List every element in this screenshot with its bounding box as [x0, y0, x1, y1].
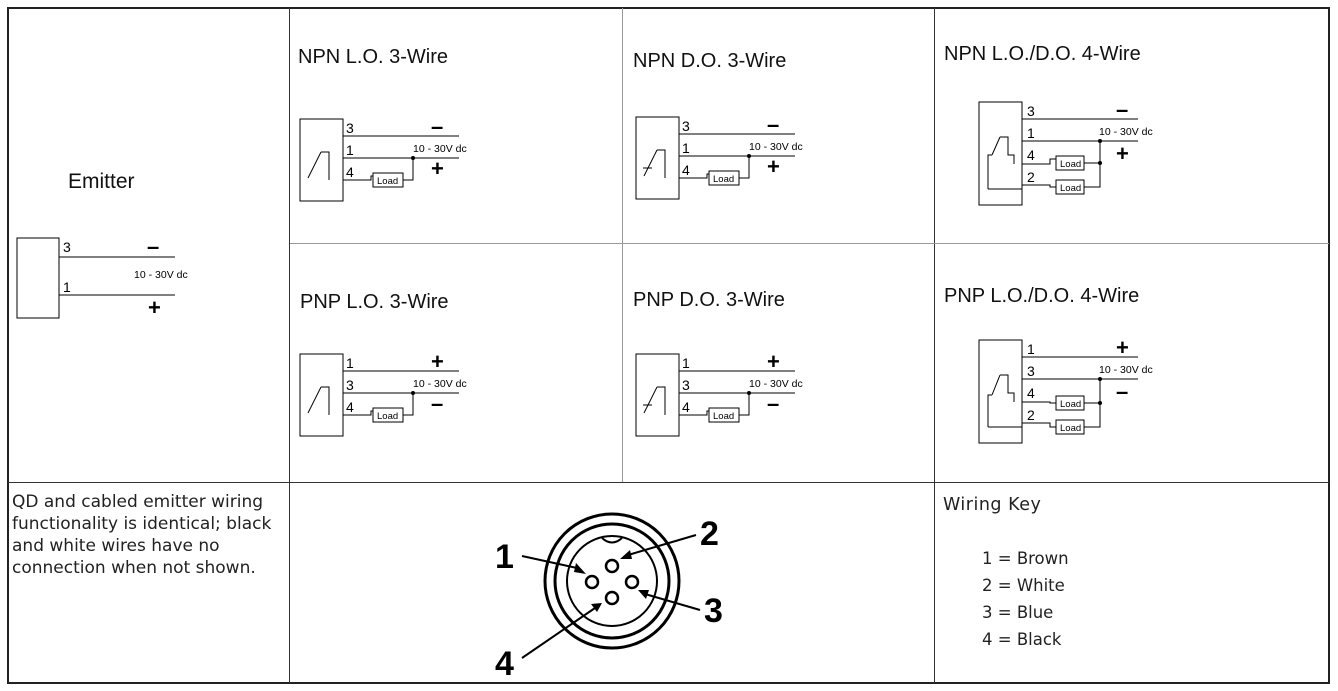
- connector-pin-label: 1: [495, 538, 514, 576]
- wiring-diagram-pnp-lodo-4wire: 1 3 4 2 + – 10 - 30V dc Load Load: [978, 335, 1153, 444]
- diagram-label: 10 - 30V dc: [413, 143, 467, 155]
- wiring-diagram-pnp-lo-3wire: 1 3 4 + – 10 - 30V dc Load: [299, 349, 467, 437]
- diagram-label: 3: [346, 377, 354, 393]
- column-divider: [289, 8, 290, 683]
- minus-sign: –: [147, 234, 159, 259]
- diagram-label: Load: [377, 411, 398, 422]
- wiring-diagram-npn-lodo-4wire: 3 1 4 2 – + 10 - 30V dc Load Load: [978, 97, 1153, 206]
- diagram-label: 1: [346, 355, 354, 371]
- connector-pin-label: 2: [700, 515, 719, 553]
- wiring-key-item: 2 = White: [982, 576, 1065, 595]
- diagram-label: 4: [1027, 385, 1035, 401]
- diagram-title-pnp-lodo-4wire: PNP L.O./D.O. 4-Wire: [944, 285, 1140, 307]
- row-divider: [8, 482, 1329, 483]
- diagram-label: 3: [682, 118, 690, 134]
- diagram-label: 10 - 30V dc: [1099, 126, 1153, 138]
- diagram-title-pnp-lo-3wire: PNP L.O. 3-Wire: [300, 291, 449, 313]
- emitter-pin-label: 1: [63, 279, 71, 295]
- diagram-label: 4: [346, 164, 354, 180]
- wiring-key-title: Wiring Key: [943, 495, 1042, 515]
- diagram-label: Load: [1060, 159, 1081, 170]
- diagram-label: 1: [1027, 341, 1035, 357]
- connector-pin-label: 3: [704, 592, 723, 630]
- diagram-label: –: [1116, 97, 1128, 122]
- voltage-label: 10 - 30V dc: [134, 269, 188, 281]
- diagram-title-npn-lo-3wire: NPN L.O. 3-Wire: [298, 46, 449, 68]
- diagram-label: 1: [346, 142, 354, 158]
- diagram-label: –: [767, 112, 779, 137]
- diagram-label: 1: [1027, 125, 1035, 141]
- diagram-label: 3: [682, 377, 690, 393]
- diagram-label: Load: [377, 176, 398, 187]
- diagram-label: 10 - 30V dc: [413, 378, 467, 390]
- table-frame: [7, 7, 1330, 684]
- diagram-label: +: [431, 156, 444, 181]
- diagram-label: 4: [682, 399, 690, 415]
- diagram-title-npn-do-3wire: NPN D.O. 3-Wire: [633, 50, 787, 72]
- diagram-label: –: [431, 391, 443, 416]
- diagram-label: Load: [1060, 183, 1081, 194]
- diagram-label: 10 - 30V dc: [749, 141, 803, 153]
- diagram-label: Load: [713, 174, 734, 185]
- diagram-label: 2: [1027, 169, 1035, 185]
- diagram-label: –: [767, 391, 779, 416]
- wiring-diagram-npn-do-3wire: 3 1 4 – + 10 - 30V dc Load: [635, 112, 803, 200]
- diagram-label: 1: [682, 355, 690, 371]
- diagram-label: +: [1116, 141, 1129, 166]
- diagram-label: 1: [682, 140, 690, 156]
- diagram-label: 10 - 30V dc: [1099, 364, 1153, 376]
- diagram-label: –: [431, 114, 443, 139]
- diagram-label: –: [1116, 379, 1128, 404]
- diagram-label: 4: [346, 399, 354, 415]
- diagram-label: +: [767, 154, 780, 179]
- diagram-title-pnp-do-3wire: PNP D.O. 3-Wire: [633, 289, 785, 311]
- wiring-diagram-npn-lo-3wire: 3 1 4 – + 10 - 30V dc Load: [299, 114, 467, 202]
- connector-pin-label: 4: [495, 645, 514, 683]
- wiring-key-item: 4 = Black: [982, 630, 1062, 649]
- diagram-label: 3: [346, 120, 354, 136]
- wiring-key-item: 1 = Brown: [982, 549, 1069, 568]
- diagram-label: 3: [1027, 103, 1035, 119]
- wiring-key-item: 3 = Blue: [982, 603, 1054, 622]
- diagram-label: Load: [1060, 423, 1081, 434]
- emitter-title: Emitter: [68, 170, 135, 193]
- wiring-diagram-pnp-do-3wire: 1 3 4 + – 10 - 30V dc Load: [635, 349, 803, 437]
- diagram-label: Load: [713, 411, 734, 422]
- diagram-label: 3: [1027, 363, 1035, 379]
- column-divider: [934, 8, 935, 683]
- diagram-label: 10 - 30V dc: [749, 378, 803, 390]
- wiring-note: QD and cabled emitter wiring functionali…: [12, 492, 272, 578]
- diagram-label: 4: [682, 162, 690, 178]
- diagram-label: +: [431, 349, 444, 374]
- diagram-label: 4: [1027, 147, 1035, 163]
- diagram-label: +: [767, 349, 780, 374]
- row-divider: [290, 243, 1329, 244]
- diagram-title-npn-lodo-4wire: NPN L.O./D.O. 4-Wire: [944, 43, 1141, 65]
- emitter-pin-label: 3: [63, 239, 71, 255]
- wiring-key-list: 1 = Brown 2 = White 3 = Blue 4 = Black: [982, 545, 1069, 653]
- diagram-label: +: [1116, 335, 1129, 360]
- diagram-label: 2: [1027, 407, 1035, 423]
- plus-sign: +: [148, 295, 161, 320]
- diagram-label: Load: [1060, 399, 1081, 410]
- connector-pinout-diagram: 1 2 3 4: [495, 512, 723, 683]
- column-divider: [622, 8, 623, 482]
- emitter-wiring-diagram: 3 1 – + 10 - 30V dc: [16, 234, 188, 320]
